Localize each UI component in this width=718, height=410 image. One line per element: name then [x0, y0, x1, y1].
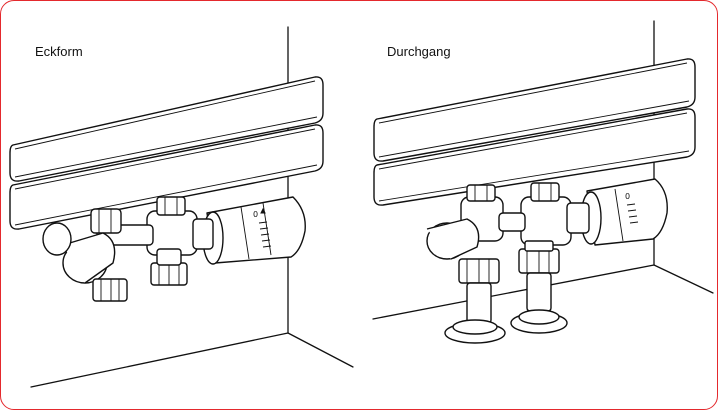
right-floor-front-line: [372, 264, 655, 320]
left-radiator-bottom-panel: [9, 124, 324, 230]
svg-text:0: 0: [625, 192, 630, 201]
eckform-scene: 0: [9, 26, 354, 388]
left-radiator-top-panel: [9, 76, 324, 182]
left-lower-nut-1: [92, 278, 128, 302]
durchgang-label: Durchgang: [387, 44, 451, 59]
right-pipe-1: [466, 282, 492, 324]
durchgang-scene: 0: [372, 20, 714, 344]
right-radiator-bottom-panel: [373, 108, 696, 206]
right-pipe-2: [526, 272, 552, 312]
left-floor-back-line: [287, 332, 354, 368]
svg-text:0: 0: [253, 210, 258, 219]
right-floor-back-line: [653, 264, 714, 294]
right-thermostat-head: [586, 178, 668, 246]
left-floor-front-line: [30, 332, 289, 388]
eckform-label: Eckform: [35, 44, 83, 59]
right-valve-body: [520, 196, 572, 246]
right-radiator-top-panel: [373, 58, 696, 162]
left-thermostat-head: [206, 196, 306, 264]
